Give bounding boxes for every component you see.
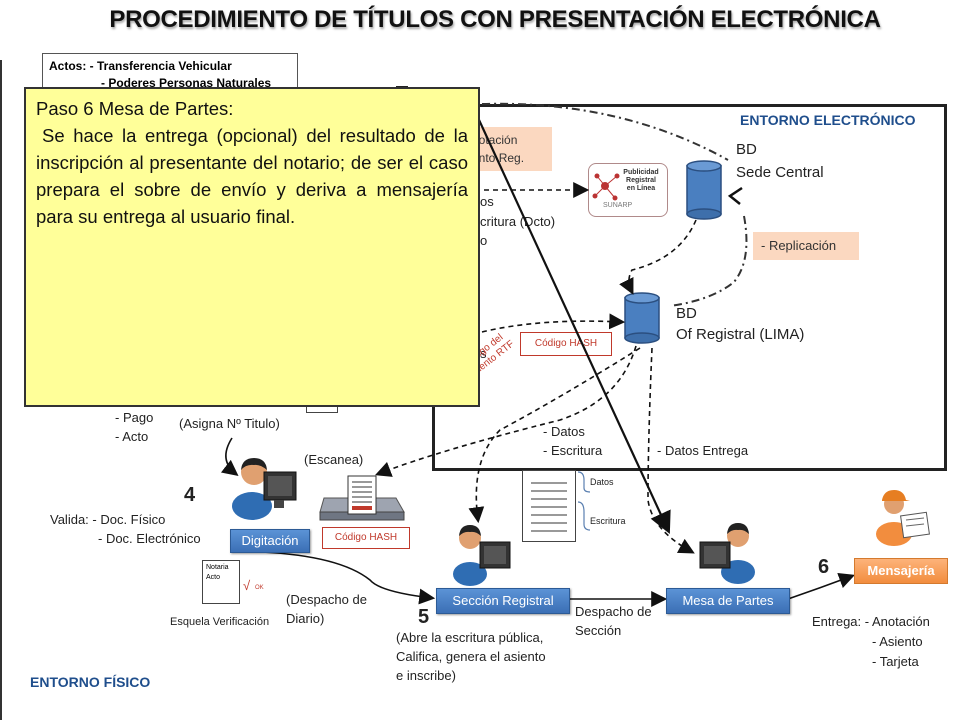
entrega-line-1: Entrega: - Anotación — [812, 614, 930, 629]
publicidad-line-3: en Línea — [626, 185, 656, 192]
popup-heading: Paso 6 Mesa de Partes: — [36, 98, 234, 119]
esquela-acto: Acto — [206, 574, 221, 581]
entrega-line-3: - Tarjeta — [872, 654, 919, 669]
escanea-label: (Escanea) — [304, 452, 364, 467]
network-icon — [592, 173, 620, 201]
acto-label: - Acto — [115, 429, 149, 444]
digitacion-box: Digitación — [230, 529, 310, 553]
despacho-seccion-line-1: Despacho de — [575, 604, 652, 619]
digitacion-user-icon — [230, 454, 302, 520]
fragment-os: os — [480, 194, 494, 209]
datos-label: - Datos — [543, 424, 585, 439]
bd-lima-label-1: BD — [676, 305, 697, 322]
entrega-line-2: - Asiento — [872, 634, 923, 649]
electronic-environment-label: ENTORNO ELECTRÓNICO — [740, 112, 916, 128]
publicidad-line-2: Registral — [626, 177, 656, 184]
abre-line-2: Califica, genera el asiento — [396, 649, 546, 664]
escritura-label: - Escritura — [543, 443, 603, 458]
replicacion-box: - Replicación — [753, 232, 859, 260]
physical-environment-label: ENTORNO FÍSICO — [30, 674, 151, 690]
doc-stub — [306, 406, 338, 413]
popup-body: Se hace la entrega (opcional) del result… — [36, 125, 468, 227]
actos-box: Actos: - Transferencia Vehicular - Poder… — [42, 53, 298, 93]
esquela-label: Esquela Verificación — [170, 616, 270, 628]
actos-line-1: Actos: - Transferencia Vehicular — [49, 59, 232, 73]
seccion-registral-box: Sección Registral — [436, 588, 570, 614]
paso-6-popup: Paso 6 Mesa de Partes: Se hace la entreg… — [24, 87, 480, 407]
step-6: 6 — [818, 556, 830, 578]
bd-lima-label-2: Of Registral (LIMA) — [676, 326, 805, 343]
esquela-notaria: Notaria — [206, 564, 229, 571]
fragment-escritura: critura (Dcto) — [480, 214, 556, 229]
doc-datos-label: Datos — [590, 477, 614, 487]
left-border — [0, 60, 2, 720]
bd-sede-central-label-2: Sede Central — [736, 164, 824, 181]
codigo-hash-box: Código HASH — [520, 332, 612, 356]
mesa-partes-box: Mesa de Partes — [666, 588, 790, 614]
publicidad-line-1: Publicidad — [623, 169, 659, 176]
anotacion-line-1: notación — [472, 133, 518, 147]
bd-sede-central-label-1: BD — [736, 141, 757, 158]
valida-line-2: - Doc. Electrónico — [98, 531, 201, 546]
page-title: PROCEDIMIENTO DE TÍTULOS CON PRESENTACIÓ… — [109, 6, 881, 33]
valida-line-1: Valida: - Doc. Físico — [50, 512, 166, 527]
mensajeria-box: Mensajería — [854, 558, 948, 584]
mensajeria-user-icon — [872, 486, 934, 546]
check-icon: √ — [243, 578, 251, 593]
step-4: 4 — [184, 484, 196, 506]
fragment-s: s — [480, 346, 487, 361]
step-5: 5 — [418, 606, 430, 628]
datos-entrega-label: - Datos Entrega — [657, 443, 749, 458]
codigo-hash-physical-box: Código HASH — [322, 527, 410, 549]
abre-line-1: (Abre la escritura pública, — [396, 630, 544, 645]
ok-label: OK — [255, 585, 264, 591]
esquela-document-icon: Notaria Acto — [202, 560, 240, 604]
despacho-diario-line-1: (Despacho de — [286, 592, 367, 607]
mesa-partes-user-icon — [698, 520, 764, 584]
anotacion-line-2: ento Reg. — [472, 151, 525, 165]
seccion-registral-user-icon — [452, 522, 518, 586]
publicidad-registral-logo: Publicidad Registral en Línea SUNARP — [588, 163, 668, 217]
actos-line-2: - Poderes Personas Naturales — [101, 76, 272, 90]
doc-escritura-label: Escritura — [590, 516, 626, 526]
sunarp-brand: SUNARP — [603, 202, 633, 209]
anotacion-box: notación ento Reg. — [466, 127, 552, 171]
database-lima-icon — [624, 292, 660, 344]
despacho-diario-line-2: Diario) — [286, 611, 325, 626]
abre-line-3: e inscribe) — [396, 668, 456, 683]
asigna-label: (Asigna Nº Titulo) — [179, 416, 280, 431]
scanner-icon — [318, 468, 408, 524]
document-icon — [522, 470, 576, 542]
fragment-o: o — [480, 233, 488, 248]
pago-label: - Pago — [115, 410, 154, 425]
despacho-seccion-line-2: Sección — [575, 623, 622, 638]
database-sede-central-icon — [686, 160, 722, 220]
